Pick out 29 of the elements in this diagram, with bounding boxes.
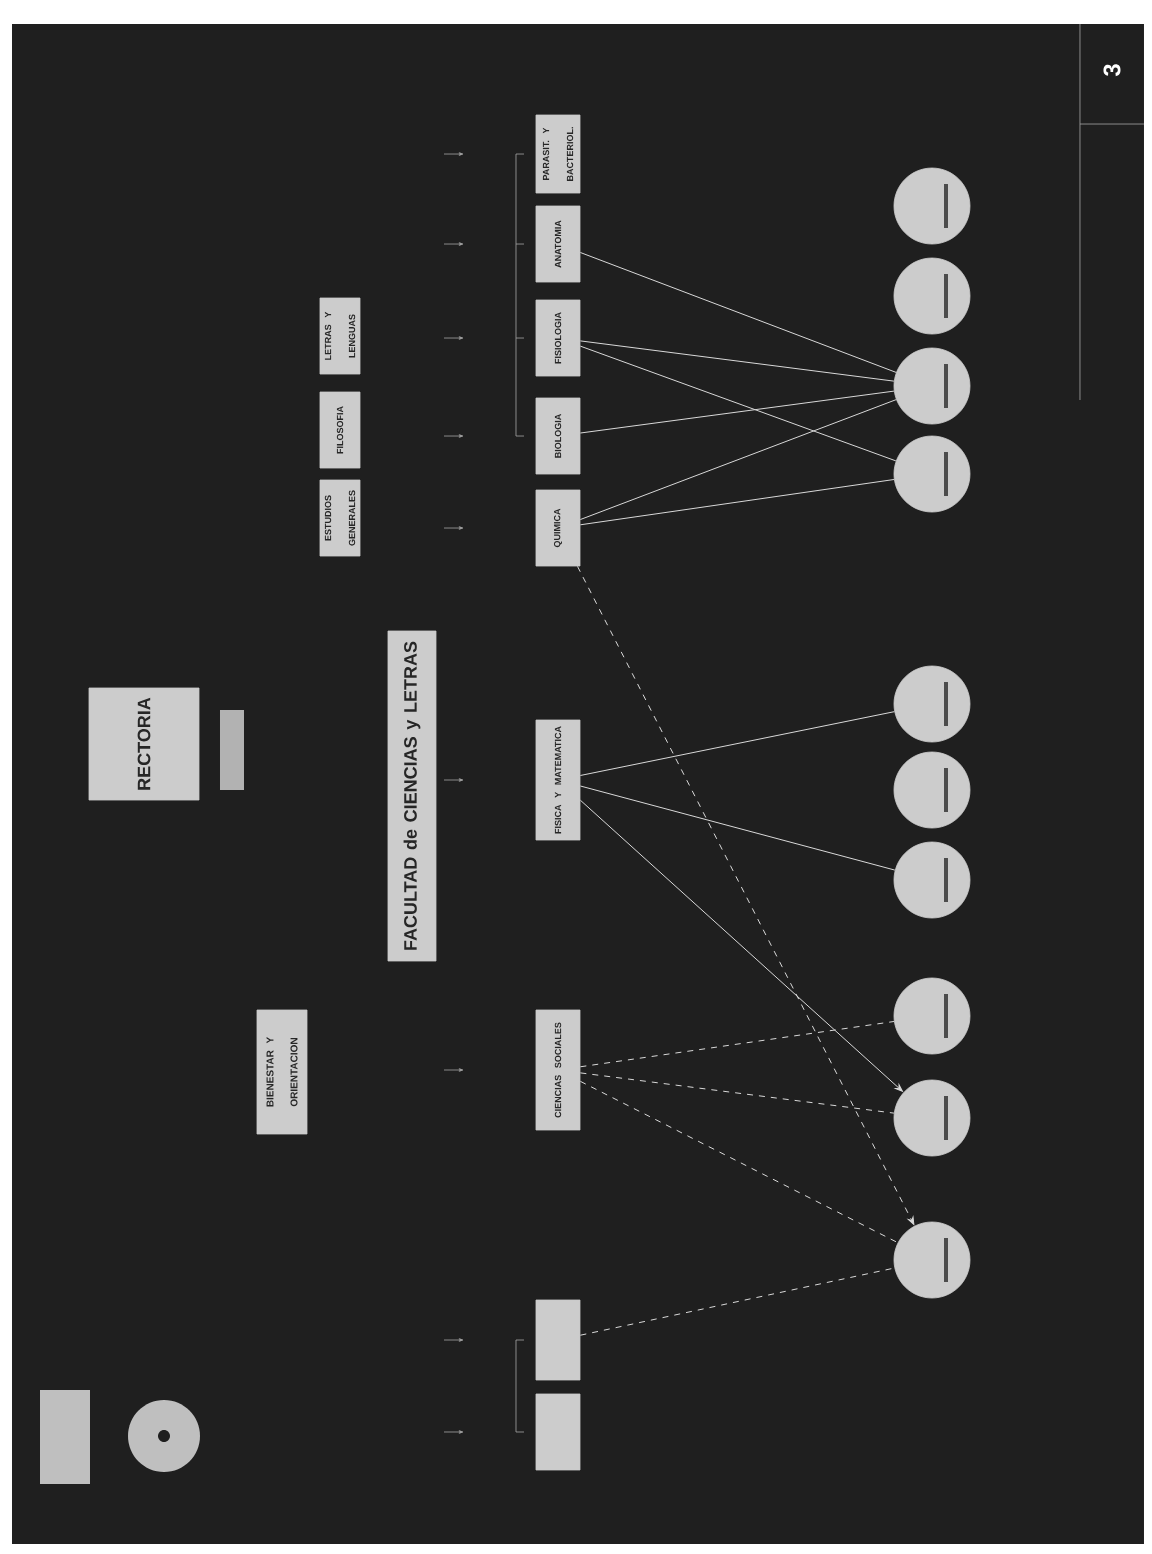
department-box	[535, 1393, 581, 1471]
connector-line	[579, 252, 897, 373]
department-box	[535, 1299, 581, 1381]
connector-line	[579, 711, 895, 776]
school-circle	[893, 751, 971, 829]
connector-line	[579, 345, 897, 462]
school-circle	[893, 1221, 971, 1299]
connector-line	[577, 565, 915, 1226]
connector-line	[579, 1267, 895, 1336]
connector-line	[579, 390, 895, 434]
connector-line	[579, 1021, 895, 1068]
title-box: FACULTAD de CIENCIAS y LETRAS	[387, 630, 437, 962]
school-circle	[893, 167, 971, 245]
school-circle	[893, 977, 971, 1055]
connector-line	[579, 799, 903, 1092]
connector-line	[579, 399, 897, 520]
title-box: RECTORIA	[88, 687, 200, 801]
school-circle	[893, 347, 971, 425]
school-circle	[893, 435, 971, 513]
school-circle	[893, 257, 971, 335]
connector-line	[579, 785, 896, 871]
connector-line	[579, 340, 895, 382]
school-circle	[893, 841, 971, 919]
connector-line	[579, 1072, 895, 1114]
page-number: 3	[1103, 64, 1121, 77]
school-circle	[893, 665, 971, 743]
connector-line	[579, 479, 895, 526]
school-circle	[893, 1079, 971, 1157]
connector-line	[579, 1080, 899, 1244]
